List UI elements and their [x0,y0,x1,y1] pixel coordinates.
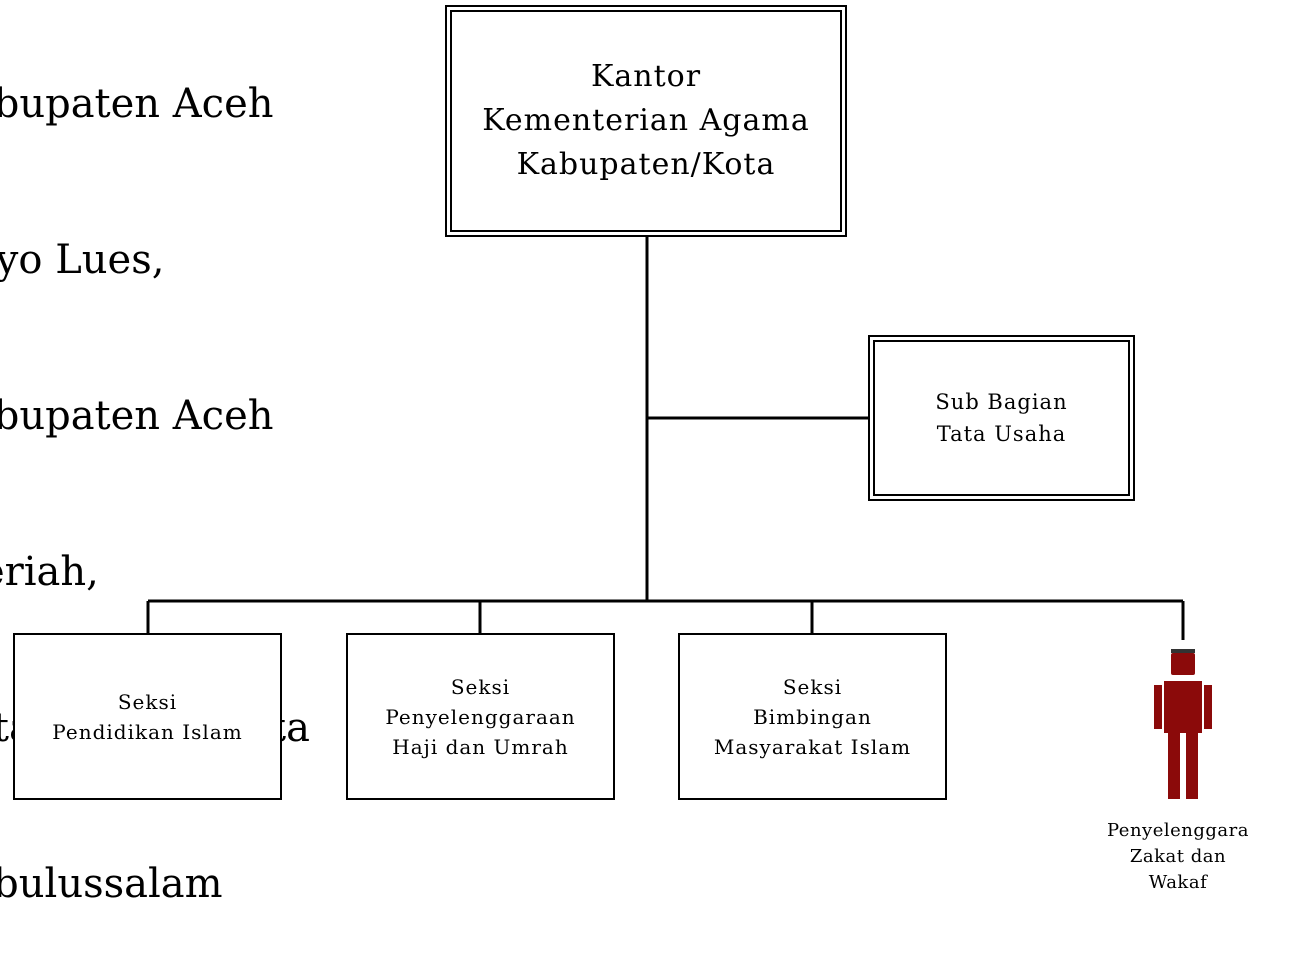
section-label: Seksi Bimbingan Masyarakat Islam [713,674,912,759]
head-office-label: Kantor Kementerian Agama Kabupaten/Kota [482,59,810,182]
clipped-text-line: Meriah, [0,549,99,595]
person-caption: Penyelenggara Zakat dan Wakaf [1107,820,1249,893]
sub-bagian-label: Sub Bagian Tata Usaha [935,390,1068,446]
section-label: Seksi Penyelenggaraan Haji dan Umrah [385,674,576,759]
sub-bagian-box: Sub Bagian Tata Usaha [868,335,1135,501]
section-label: Seksi Pendidikan Islam [52,689,243,744]
clipped-text-line: Kabupaten Aceh [0,81,274,127]
section-box-bimas: Seksi Bimbingan Masyarakat Islam [678,633,947,800]
person-icon [1154,649,1212,799]
section-box-haji: Seksi Penyelenggaraan Haji dan Umrah [346,633,615,800]
clipped-text-line: Kabupaten Aceh [0,393,274,439]
clipped-text-line: Gayo Lues, [0,237,165,283]
head-office-box: Kantor Kementerian Agama Kabupaten/Kota [445,5,847,237]
connector-lines [146,237,1185,640]
section-box-pendidikan: Seksi Pendidikan Islam [13,633,282,800]
